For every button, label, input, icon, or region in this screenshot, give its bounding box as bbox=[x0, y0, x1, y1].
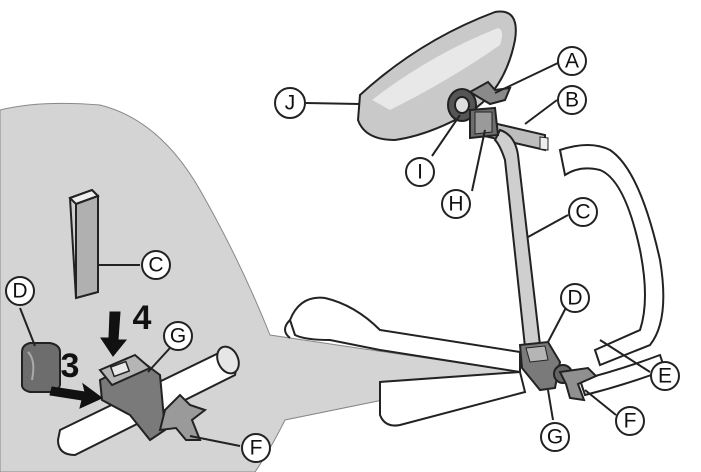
callout-I: I bbox=[405, 157, 435, 187]
svg-text:F: F bbox=[624, 410, 637, 433]
callout-J: J bbox=[274, 87, 306, 119]
headrest-pad-highlight bbox=[372, 28, 503, 110]
headrest-clamp-assembly bbox=[447, 88, 500, 140]
vertical-post bbox=[493, 128, 542, 349]
callout-B: B bbox=[557, 85, 587, 115]
lower-clamp-main bbox=[518, 340, 598, 402]
svg-text:E: E bbox=[658, 365, 672, 388]
detail-spacer-part bbox=[21, 342, 61, 393]
wheelchair-lower-tube bbox=[379, 370, 527, 427]
svg-text:C: C bbox=[148, 254, 163, 277]
callout-G-main: G bbox=[540, 422, 570, 452]
svg-text:I: I bbox=[417, 161, 423, 184]
callout-D-main: D bbox=[560, 283, 590, 313]
callout-F-main: F bbox=[615, 406, 645, 436]
svg-text:H: H bbox=[448, 193, 463, 216]
callout-A: A bbox=[557, 46, 587, 76]
svg-text:A: A bbox=[565, 50, 579, 73]
svg-text:J: J bbox=[285, 92, 296, 115]
step-3-arrow bbox=[49, 382, 103, 409]
step-4-arrow bbox=[100, 311, 128, 357]
callout-G-detail: G bbox=[163, 321, 193, 351]
callout-H: H bbox=[441, 189, 471, 219]
step-4-number: 4 bbox=[133, 299, 152, 337]
headrest-star-knob bbox=[468, 80, 512, 106]
svg-text:B: B bbox=[565, 89, 579, 112]
callout-C-detail: C bbox=[141, 250, 171, 280]
callout-C-main: C bbox=[568, 197, 598, 227]
svg-text:D: D bbox=[12, 280, 27, 303]
callout-F-detail: F bbox=[241, 433, 271, 463]
detail-star-knob bbox=[158, 393, 208, 441]
callout-E: E bbox=[650, 361, 680, 391]
svg-text:D: D bbox=[567, 287, 582, 310]
detail-clamp-part bbox=[98, 353, 167, 442]
svg-text:C: C bbox=[575, 201, 590, 224]
svg-text:F: F bbox=[250, 437, 263, 460]
leader-lines bbox=[19, 61, 651, 447]
svg-text:G: G bbox=[170, 325, 186, 348]
svg-text:G: G bbox=[547, 426, 563, 449]
step-3-number: 3 bbox=[61, 347, 80, 385]
callout-D-detail: D bbox=[5, 276, 35, 306]
wheelchair-backrest-tube-right bbox=[558, 144, 665, 367]
detail-post-part bbox=[68, 188, 100, 300]
